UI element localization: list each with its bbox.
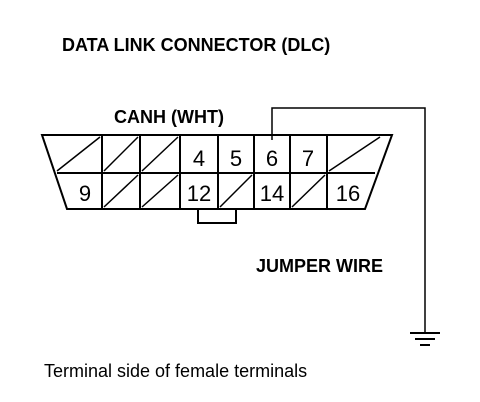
- diagram-title: DATA LINK CONNECTOR (DLC): [62, 35, 331, 55]
- pin-4-label: 4: [193, 146, 205, 171]
- pin-9-label: 9: [79, 181, 91, 206]
- pin-12-label: 12: [187, 181, 211, 206]
- terminal-side-caption: Terminal side of female terminals: [44, 361, 308, 381]
- ground-symbol-icon: [410, 332, 440, 346]
- pin-7-label: 7: [302, 146, 314, 171]
- connector-key-tab: [197, 208, 237, 224]
- pin-14-label: 14: [260, 181, 284, 206]
- canh-wire-label: CANH (WHT): [114, 107, 224, 127]
- pin-16-label: 16: [336, 181, 360, 206]
- jumper-wire-label: JUMPER WIRE: [256, 256, 384, 276]
- dlc-connector-housing: [40, 134, 394, 224]
- pin-5-label: 5: [230, 146, 242, 171]
- pin-6-label: 6: [266, 146, 278, 171]
- jumper-wire: [271, 107, 426, 333]
- pin-labels: 4 5 6 7 9 12 14 16: [79, 146, 360, 206]
